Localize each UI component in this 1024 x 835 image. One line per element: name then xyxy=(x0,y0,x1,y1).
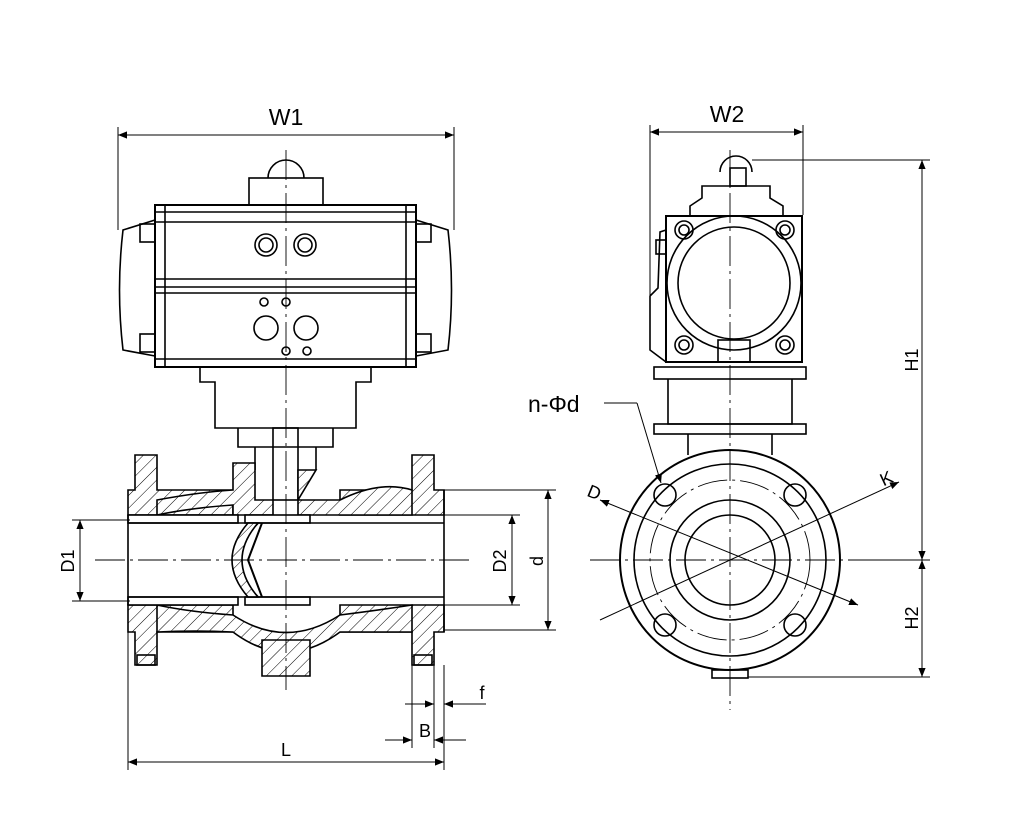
mounting-bracket-front xyxy=(199,367,372,501)
b-label: B xyxy=(419,721,431,741)
valve-body-section xyxy=(127,454,445,677)
d-small-label: d xyxy=(527,556,547,566)
front-section-view: W1 D1 D2 d L B f xyxy=(58,104,556,770)
pneumatic-actuator-side xyxy=(649,155,803,363)
n-phi-d-label: n-Φd xyxy=(528,391,580,417)
dimension-lines-front xyxy=(72,127,556,770)
pneumatic-actuator-front xyxy=(118,159,453,368)
w1-label: W1 xyxy=(269,104,304,130)
d1-label: D1 xyxy=(58,549,78,572)
l-label: L xyxy=(281,740,291,760)
k-label: K xyxy=(877,467,896,490)
d2-label: D2 xyxy=(490,549,510,572)
h1-label: H1 xyxy=(902,348,922,371)
dimension-lines-side xyxy=(599,125,930,678)
f-label: f xyxy=(479,683,485,703)
h2-label: H2 xyxy=(902,606,922,629)
side-view: W2 H1 H2 n-Φd D K xyxy=(528,101,930,710)
w2-label: W2 xyxy=(710,101,745,127)
